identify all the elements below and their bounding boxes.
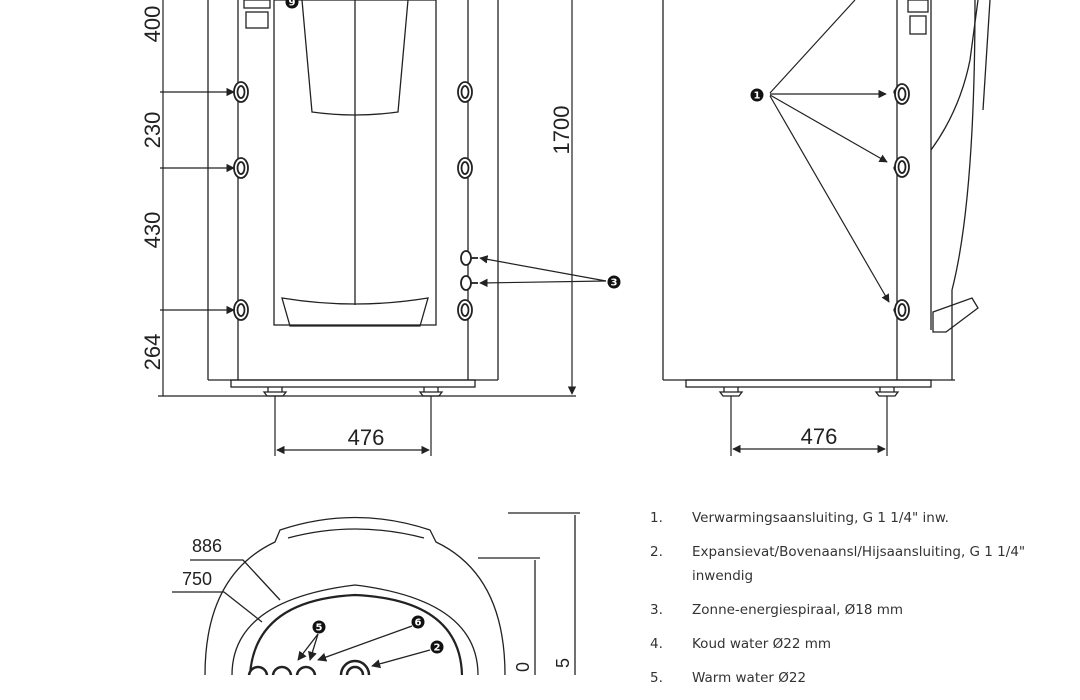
side-view	[662, 0, 991, 397]
technical-drawing: 400 230 430 264 1700 476 9 3	[140, 0, 991, 675]
svg-text:9: 9	[289, 0, 296, 9]
legend-text: Expansievat/Bovenaansl/Hijsaansluiting, …	[692, 544, 1026, 584]
legend-item: 3. Zonne-energiespiraal, Ø18 mm	[650, 598, 1070, 622]
top-connector-a	[247, 665, 269, 675]
dim-right-1: 5	[553, 658, 573, 668]
front-dimensions	[158, 0, 607, 456]
front-view	[207, 0, 499, 397]
legend-number: 1.	[650, 510, 663, 526]
side-dimensions	[730, 0, 890, 456]
front-base	[230, 379, 476, 388]
top-handle	[287, 528, 425, 539]
legend-item: 2. Expansievat/Bovenaansl/Hijsaansluiting…	[650, 540, 1070, 588]
control-box	[243, 0, 271, 9]
control-display	[245, 11, 269, 29]
callout-5: 5	[312, 620, 326, 634]
callout-2: 2	[430, 640, 444, 654]
dim-430: 430	[140, 212, 165, 249]
front-foot-right	[418, 387, 444, 397]
front-connectors	[233, 81, 478, 321]
side-door-profile	[930, 0, 991, 151]
side-foot-right	[874, 387, 900, 397]
solar-connector-2	[460, 275, 472, 291]
side-foot-left	[718, 387, 744, 397]
top-inner-wall	[248, 593, 464, 675]
leader-886	[190, 559, 281, 601]
dim-886: 886	[192, 536, 222, 556]
svg-text:1: 1	[754, 91, 761, 102]
svg-text:3: 3	[611, 278, 618, 289]
front-door-panel	[273, 0, 437, 326]
top-connector-c	[295, 665, 317, 675]
legend-text: Verwarmingsaansluiting, G 1 1/4" inw.	[692, 510, 949, 526]
front-foot-left	[262, 387, 288, 397]
side-tray	[932, 297, 979, 333]
legend-number: 2.	[650, 544, 663, 560]
legend-item: 4. Koud water Ø22 mm	[650, 632, 1070, 656]
legend-text: Warm water Ø22	[692, 670, 807, 686]
legend-number: 4.	[650, 636, 663, 652]
leader-750	[172, 591, 263, 623]
side-base	[685, 379, 932, 388]
callout-6: 6	[411, 615, 425, 629]
legend-item: 1. Verwarmingsaansluiting, G 1 1/4" inw.	[650, 506, 1070, 530]
dim-476-front: 476	[348, 425, 385, 450]
front-rail-right	[467, 0, 472, 380]
svg-text:5: 5	[316, 623, 323, 634]
top-connector-b	[271, 665, 293, 675]
solar-connector-1	[460, 250, 472, 266]
top-connectors	[247, 659, 371, 675]
side-door-curve	[951, 0, 976, 330]
dim-476-side: 476	[801, 424, 838, 449]
dim-750: 750	[182, 569, 212, 589]
legend-text: Zonne-energiespiraal, Ø18 mm	[692, 602, 904, 618]
upper-cover	[301, 0, 409, 116]
top-view	[172, 512, 580, 675]
legend-number: 3.	[650, 602, 663, 618]
legend-number: 5.	[650, 670, 663, 686]
callout-9: 9	[285, 0, 299, 9]
callout-3: 3	[607, 275, 621, 289]
dim-400: 400	[140, 6, 165, 43]
bottom-tray	[281, 297, 429, 327]
side-rail	[893, 0, 898, 380]
svg-text:6: 6	[415, 618, 422, 629]
dim-230: 230	[140, 112, 165, 149]
top-inner-tank	[231, 584, 479, 675]
side-control-display	[909, 15, 927, 35]
legend-item: 5. Warm water Ø22	[650, 666, 1070, 690]
front-rail-left	[234, 0, 239, 380]
side-control-box	[907, 0, 929, 13]
top-outer-profile	[204, 516, 506, 675]
callout-1: 1	[750, 88, 764, 102]
dim-1700: 1700	[549, 106, 574, 155]
svg-text:2: 2	[434, 643, 441, 654]
side-connectors	[894, 83, 910, 321]
legend-text: Koud water Ø22 mm	[692, 636, 832, 652]
dim-right-2: 0	[513, 662, 533, 672]
dim-264: 264	[140, 334, 165, 371]
connection-legend: 1.Verwarmingsaansluiting, G 1 1/4" inw. …	[650, 506, 1070, 700]
